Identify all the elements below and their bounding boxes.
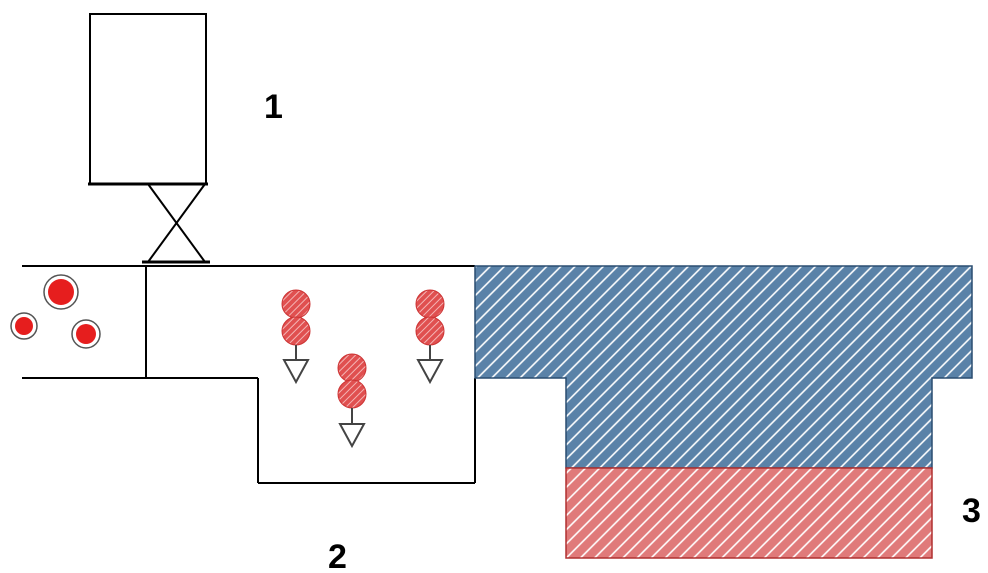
blue-block: [474, 265, 973, 469]
label-3: 3: [962, 492, 981, 530]
particle: [10, 312, 38, 340]
inlet-particles: [10, 274, 101, 349]
particle: [43, 274, 79, 310]
hopper: [88, 13, 210, 264]
down-arrow-icon: [416, 345, 444, 385]
inlet-channel: [22, 265, 147, 379]
falling-particles-2: [415, 289, 445, 385]
valve-icon: [142, 183, 210, 264]
label-2: 2: [328, 538, 347, 573]
falling-particles-3: [337, 353, 367, 449]
particle: [71, 319, 101, 349]
label-1: 1: [264, 88, 283, 126]
red-block: [565, 467, 933, 559]
settling-chamber: [146, 265, 476, 484]
down-arrow-icon: [282, 345, 310, 385]
hopper-body: [89, 13, 207, 185]
falling-particles-1: [281, 289, 311, 385]
down-arrow-icon: [338, 408, 366, 449]
